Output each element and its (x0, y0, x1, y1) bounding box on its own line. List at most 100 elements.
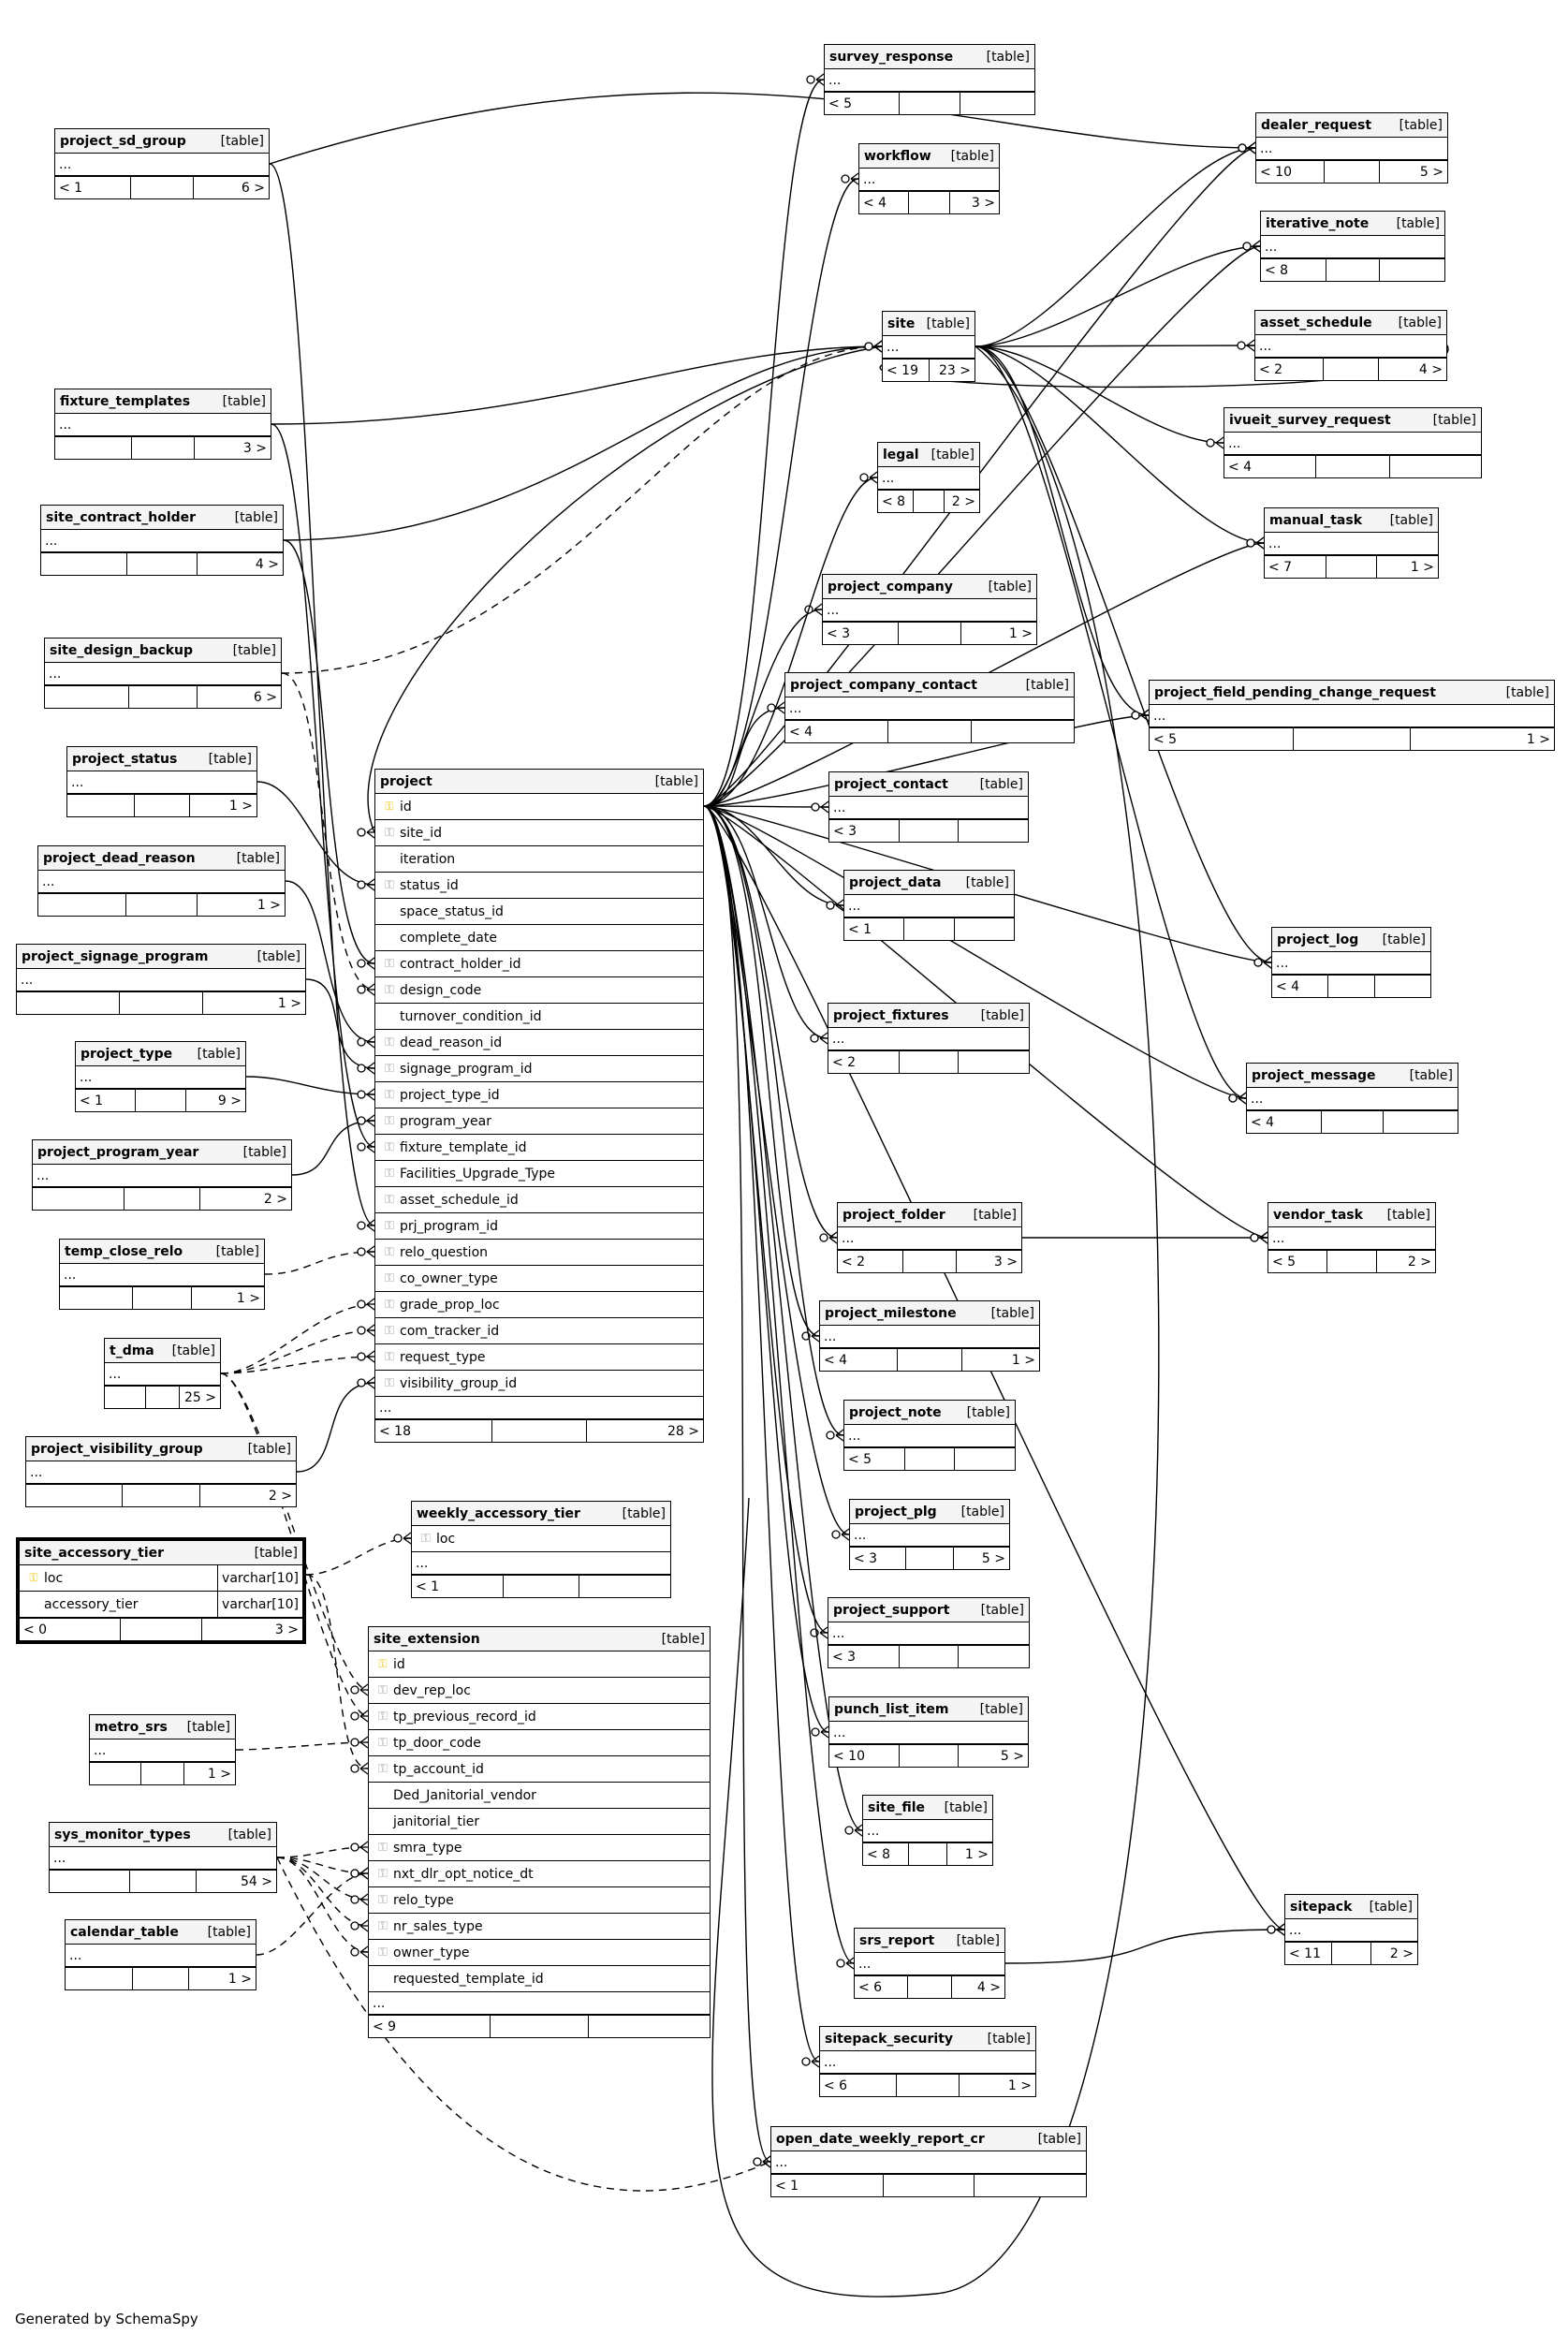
parents-count (33, 1188, 125, 1210)
crows-foot-marker (801, 2055, 820, 2068)
foreign-key-icon: ⚿ (385, 1376, 394, 1390)
table-kind-label: [table] (186, 1719, 230, 1735)
table-site-contract-holder[interactable]: site_contract_holder[table]...4 > (40, 505, 284, 576)
column-name: loc (44, 1570, 64, 1586)
foreign-key-icon: ⚿ (378, 1683, 388, 1697)
table-name: fixture_templates (60, 393, 191, 409)
relationship-edge (703, 178, 859, 807)
table-project-data[interactable]: project_data[table]...< 1 (843, 870, 1015, 941)
relationship-counts: 25 > (105, 1386, 220, 1408)
table-project-status[interactable]: project_status[table]...1 > (66, 746, 257, 817)
table-sys-monitor-types[interactable]: sys_monitor_types[table]...54 > (49, 1822, 277, 1893)
relationship-counts: < 3 (828, 1645, 1029, 1667)
table-kind-label: [table] (207, 1924, 251, 1940)
relationship-counts: 2 > (26, 1484, 296, 1506)
column-row: ⚿dev_rep_loc (369, 1678, 710, 1704)
foreign-key-icon: ⚿ (385, 826, 394, 840)
table-name: sitepack (1290, 1899, 1353, 1915)
row-text: ... (832, 1031, 845, 1047)
crows-foot-marker (810, 1032, 828, 1045)
row-text: ... (882, 470, 895, 486)
ellipsis-row: ... (1256, 138, 1447, 160)
table-ivueit-survey-request[interactable]: ivueit_survey_request[table]...< 4 (1224, 407, 1482, 478)
parents-count: < 5 (844, 1448, 905, 1470)
relationship-edge (283, 539, 375, 964)
children-count (959, 1646, 1029, 1667)
row-text: ... (42, 873, 55, 889)
table-fixture-templates[interactable]: fixture_templates[table]...3 > (54, 389, 271, 460)
table-survey-response[interactable]: survey_response[table]...< 5 (824, 44, 1035, 115)
table-project-fixtures[interactable]: project_fixtures[table]...< 2 (828, 1003, 1030, 1074)
table-temp-close-relo[interactable]: temp_close_relo[table]...1 > (59, 1239, 265, 1310)
table-calendar-table[interactable]: calendar_table[table]...1 > (65, 1919, 256, 1990)
table-kind-label: [table] (215, 1243, 259, 1259)
table-kind-label: [table] (242, 1144, 286, 1160)
relationship-counts: < 4 (1272, 975, 1430, 997)
table-site-extension[interactable]: site_extension[table]⚿id⚿dev_rep_loc⚿tp_… (368, 1626, 711, 2038)
table-weekly-accessory-tier[interactable]: weekly_accessory_tier[table]⚿loc...< 1 (411, 1501, 671, 1598)
crows-foot-marker (811, 800, 829, 814)
table-project-program-year[interactable]: project_program_year[table]...2 > (32, 1139, 292, 1211)
count-spacer (146, 1387, 181, 1408)
count-spacer (897, 2075, 960, 2096)
table-metro-srs[interactable]: metro_srs[table]...1 > (89, 1714, 236, 1785)
table-kind-label: [table] (236, 850, 280, 866)
table-project-note[interactable]: project_note[table]...< 5 (843, 1400, 1016, 1471)
column-name: dead_reason_id (400, 1035, 503, 1050)
count-spacer (909, 192, 951, 213)
parents-count (66, 1968, 134, 1989)
column-name: co_owner_type (400, 1270, 498, 1286)
relationship-edge (305, 978, 375, 1069)
table-project-field-pending-change-request[interactable]: project_field_pending_change_request[tab… (1149, 680, 1555, 751)
table-iterative-note[interactable]: iterative_note[table]...< 8 (1260, 211, 1445, 282)
table-header: project_contact[table] (829, 772, 1028, 797)
count-spacer (133, 1968, 189, 1989)
table-project-log[interactable]: project_log[table]...< 4 (1271, 927, 1431, 998)
table-project-dead-reason[interactable]: project_dead_reason[table]...1 > (37, 845, 286, 917)
column-row: space_status_id (375, 899, 703, 925)
parents-count: < 0 (20, 1619, 121, 1640)
column-name: Facilities_Upgrade_Type (400, 1166, 556, 1182)
column-row: ⚿owner_type (369, 1940, 710, 1966)
table-t-dma[interactable]: t_dma[table]...25 > (104, 1338, 221, 1409)
table-project-visibility-group[interactable]: project_visibility_group[table]...2 > (25, 1436, 297, 1507)
table-header: site_file[table] (863, 1796, 992, 1820)
table-site-design-backup[interactable]: site_design_backup[table]...6 > (44, 638, 282, 709)
table-project-contact[interactable]: project_contact[table]...< 3 (828, 771, 1029, 843)
table-project-company-contact[interactable]: project_company_contact[table]...< 4 (784, 672, 1075, 743)
relationship-edge (276, 1857, 369, 1927)
table-project-signage-program[interactable]: project_signage_program[table]...1 > (16, 944, 306, 1015)
relationship-edge (281, 345, 883, 674)
count-spacer (132, 437, 196, 459)
table-open-date-weekly-report-cr[interactable]: open_date_weekly_report_cr[table]...< 1 (770, 2126, 1087, 2197)
parents-count: < 10 (1256, 161, 1325, 183)
table-project-support[interactable]: project_support[table]...< 3 (828, 1597, 1030, 1668)
table-kind-label: [table] (950, 148, 994, 164)
ellipsis-row: ... (90, 1739, 235, 1762)
table-project-message[interactable]: project_message[table]...< 4 (1246, 1063, 1458, 1134)
table-name: project (380, 773, 432, 789)
count-spacer (903, 1251, 958, 1272)
